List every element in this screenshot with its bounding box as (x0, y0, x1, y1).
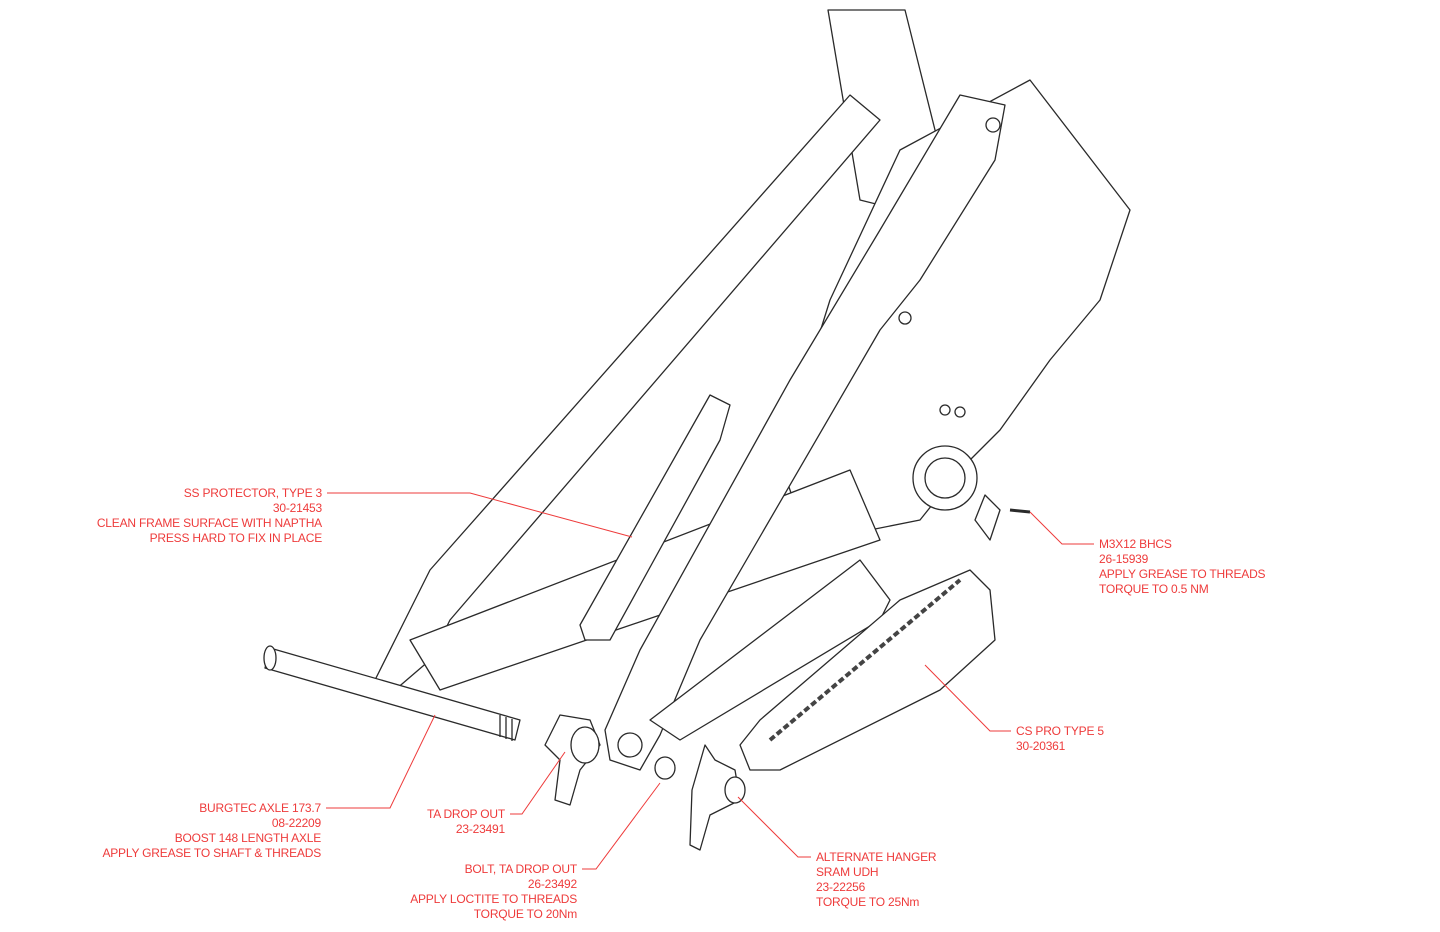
callout-note: CLEAN FRAME SURFACE WITH NAPTHA (96, 516, 322, 530)
callout-note: APPLY GREASE TO THREADS (1099, 567, 1266, 581)
screw-part (1009, 508, 1031, 514)
leader-lines (326, 492, 1094, 870)
callout-part-number: 30-20361 (1016, 739, 1066, 753)
cs-protector-part (739, 569, 996, 771)
bolt-part (654, 756, 676, 780)
leader-cs-pro (924, 664, 1011, 732)
callout-note: APPLY GREASE TO SHAFT & THREADS (102, 846, 321, 860)
callout-note: TORQUE TO 25Nm (816, 895, 920, 909)
callout-title: BURGTEC AXLE 173.7 (199, 801, 321, 815)
callout-axle: BURGTEC AXLE 173.7 08-22209 BOOST 148 LE… (102, 801, 321, 861)
callout-note: BOOST 148 LENGTH AXLE (174, 831, 322, 845)
callout-part-number: 23-23491 (455, 822, 505, 836)
callout-note: SRAM UDH (816, 865, 879, 879)
callout-part-number: 26-15939 (1099, 552, 1149, 566)
callout-title: CS PRO TYPE 5 (1016, 724, 1104, 738)
chain-stay-right (649, 559, 891, 741)
ss-protector-part (579, 394, 731, 641)
leader-bolt (582, 782, 661, 870)
callout-part-number: 23-22256 (816, 880, 866, 894)
seat-stay-right (604, 94, 1006, 771)
callout-m3x12: M3X12 BHCS 26-15939 APPLY GREASE TO THRE… (1099, 537, 1266, 597)
callout-bolt: BOLT, TA DROP OUT 26-23492 APPLY LOCTITE… (410, 862, 577, 922)
leader-m3x12 (1029, 511, 1094, 545)
leader-ta-dropout (510, 751, 566, 815)
callout-note: TORQUE TO 0.5 NM (1099, 582, 1209, 596)
callout-cs-pro: CS PRO TYPE 5 30-20361 (1016, 724, 1104, 754)
leader-hanger (737, 796, 811, 858)
callout-title: SS PROTECTOR, TYPE 3 (183, 486, 322, 500)
callout-note: APPLY LOCTITE TO THREADS (410, 892, 577, 906)
leader-ss-protector (327, 492, 633, 538)
callout-note: PRESS HARD TO FIX IN PLACE (149, 531, 323, 545)
bottom-bracket (912, 445, 978, 511)
leader-axle (326, 714, 436, 809)
callout-hanger: ALTERNATE HANGER SRAM UDH 23-22256 TORQU… (816, 850, 937, 910)
hanger-part (689, 744, 741, 851)
callout-part-number: 26-23492 (527, 877, 577, 891)
callout-part-number: 08-22209 (271, 816, 321, 830)
callout-title: M3X12 BHCS (1099, 537, 1172, 551)
callout-title: ALTERNATE HANGER (816, 850, 937, 864)
callout-part-number: 30-21453 (272, 501, 322, 515)
main-frame-body (779, 79, 1131, 531)
callout-ta-dropout: TA DROP OUT 23-23491 (427, 807, 505, 837)
callout-ss-protector: SS PROTECTOR, TYPE 3 30-21453 CLEAN FRAM… (97, 486, 322, 546)
callout-title: BOLT, TA DROP OUT (464, 862, 578, 876)
callout-title: TA DROP OUT (426, 807, 505, 821)
callout-note: TORQUE TO 20Nm (473, 907, 577, 921)
